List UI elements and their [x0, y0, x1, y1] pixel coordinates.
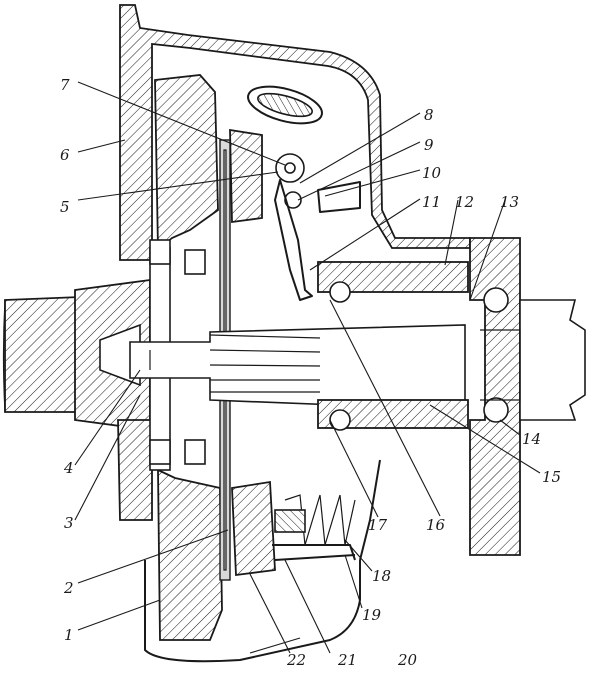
- part-label-1: 1: [64, 626, 74, 644]
- part-label-19: 19: [362, 606, 382, 624]
- ventilation-window: [247, 85, 323, 125]
- clutch-cover: [144, 459, 381, 663]
- part-label-3: 3: [64, 514, 74, 532]
- pressure-spring: [272, 494, 356, 561]
- part-label-13: 13: [500, 193, 519, 211]
- part-label-21: 21: [337, 651, 357, 669]
- part-label-22: 22: [286, 651, 306, 669]
- part-label-8: 8: [424, 106, 434, 124]
- part-label-12: 12: [455, 193, 474, 211]
- part-label-6: 6: [60, 146, 70, 164]
- flywheel-bolts: [149, 239, 206, 465]
- part-label-2: 2: [63, 579, 74, 597]
- part-label-17: 17: [368, 516, 388, 534]
- part-label-10: 10: [422, 164, 442, 182]
- part-number-labels: 1 2 3 4 5 6 7 8 9 10 11 12 13 14 15 16 1…: [60, 76, 561, 669]
- part-label-5: 5: [60, 198, 70, 216]
- release-bearing-sleeve: [317, 261, 469, 431]
- part-label-16: 16: [426, 516, 446, 534]
- part-label-18: 18: [372, 567, 391, 585]
- part-label-15: 15: [542, 468, 561, 486]
- gearbox-flange: [469, 237, 586, 556]
- leader-lines: [74, 81, 541, 654]
- part-label-11: 11: [422, 193, 441, 211]
- clutch-shaft: [129, 324, 466, 411]
- part-label-7: 7: [60, 76, 70, 94]
- part-label-4: 4: [63, 459, 74, 477]
- part-label-9: 9: [424, 136, 434, 154]
- release-lever: [274, 153, 361, 301]
- part-label-20: 20: [397, 651, 418, 669]
- part-label-14: 14: [522, 430, 541, 448]
